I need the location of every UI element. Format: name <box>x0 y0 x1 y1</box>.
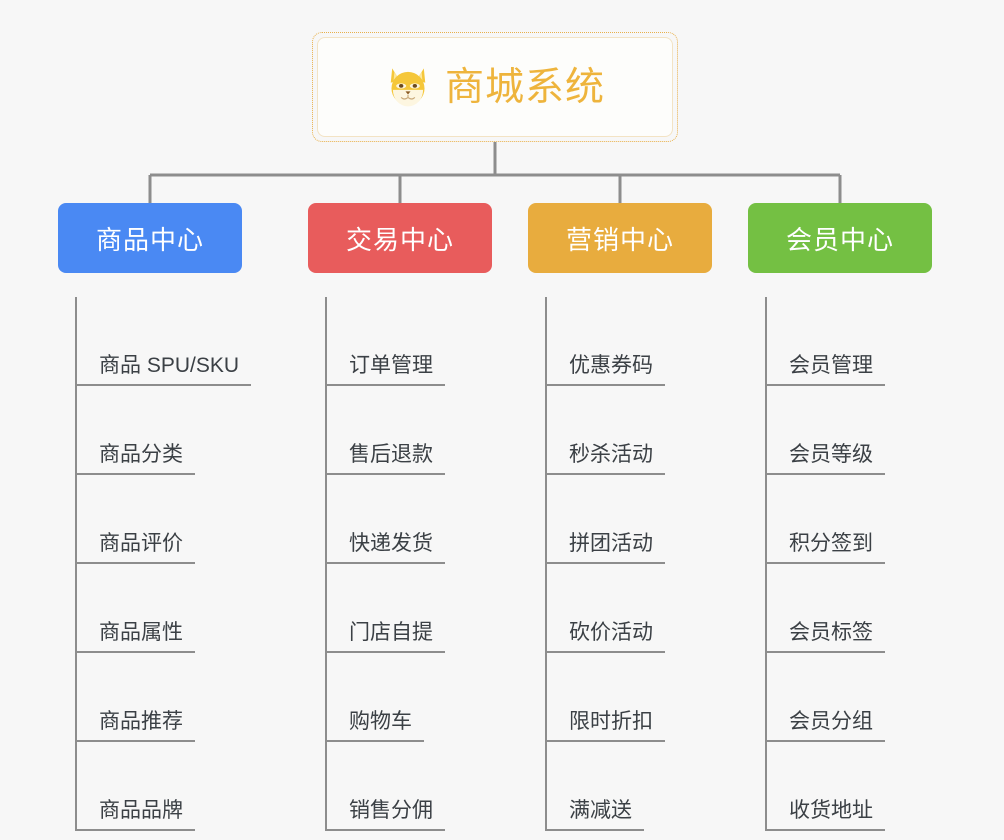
leaf-item[interactable]: 销售分佣 <box>308 742 492 831</box>
leaf-item-label: 销售分佣 <box>325 798 445 831</box>
category-column: 营销中心优惠券码秒杀活动拼团活动砍价活动限时折扣满减送 <box>528 203 712 831</box>
leaf-item[interactable]: 商品评价 <box>58 475 242 564</box>
leaf-item-label: 会员分组 <box>765 709 885 742</box>
leaf-item-label: 秒杀活动 <box>545 442 665 475</box>
leaf-item-label: 积分签到 <box>765 531 885 564</box>
category-header-label: 会员中心 <box>785 224 894 255</box>
leaf-item[interactable]: 砍价活动 <box>528 564 712 653</box>
leaf-item-label: 满减送 <box>545 798 644 831</box>
leaf-item-label: 门店自提 <box>325 620 445 653</box>
leaf-item[interactable]: 拼团活动 <box>528 475 712 564</box>
leaf-item[interactable]: 商品品牌 <box>58 742 242 831</box>
leaf-item-label: 优惠券码 <box>545 353 665 386</box>
leaf-item[interactable]: 商品 SPU/SKU <box>58 297 252 386</box>
leaf-item-label: 购物车 <box>325 709 424 742</box>
category-header[interactable]: 会员中心 <box>748 203 932 273</box>
leaf-item[interactable]: 快递发货 <box>308 475 492 564</box>
shiba-dog-face-icon <box>390 68 426 107</box>
leaf-item[interactable]: 售后退款 <box>308 386 492 475</box>
root-node[interactable]: 商城系统 <box>312 32 678 142</box>
branch-spine <box>545 297 547 831</box>
category-header[interactable]: 营销中心 <box>528 203 712 273</box>
leaf-item[interactable]: 收货地址 <box>748 742 932 831</box>
leaf-item-label: 会员标签 <box>765 620 885 653</box>
leaf-item[interactable]: 会员分组 <box>748 653 932 742</box>
leaf-item-label: 商品品牌 <box>75 798 195 831</box>
category-column: 商品中心商品 SPU/SKU 商品分类商品评价商品属性商品推荐商品品牌 <box>58 203 252 831</box>
root-title: 商城系统 <box>444 65 605 109</box>
leaf-item-label: 商品评价 <box>75 531 195 564</box>
leaf-item-label: 会员等级 <box>765 442 885 475</box>
leaf-list: 会员管理会员等级积分签到会员标签会员分组收货地址 <box>748 297 932 831</box>
leaf-list: 商品 SPU/SKU 商品分类商品评价商品属性商品推荐商品品牌 <box>58 297 252 831</box>
leaf-list: 订单管理售后退款快递发货门店自提购物车销售分佣 <box>308 297 492 831</box>
branch-spine <box>765 297 767 831</box>
leaf-item[interactable]: 秒杀活动 <box>528 386 712 475</box>
category-column: 会员中心会员管理会员等级积分签到会员标签会员分组收货地址 <box>748 203 932 831</box>
leaf-item-label: 会员管理 <box>765 353 885 386</box>
leaf-item-label: 快递发货 <box>325 531 445 564</box>
leaf-item[interactable]: 购物车 <box>308 653 492 742</box>
leaf-item[interactable]: 优惠券码 <box>528 297 712 386</box>
leaf-item-label: 砍价活动 <box>545 620 665 653</box>
leaf-item-label: 商品 SPU/SKU <box>75 353 252 386</box>
leaf-item[interactable]: 会员管理 <box>748 297 932 386</box>
leaf-item[interactable]: 积分签到 <box>748 475 932 564</box>
leaf-item-label: 订单管理 <box>325 353 445 386</box>
leaf-item-label: 商品推荐 <box>75 709 195 742</box>
category-header-label: 营销中心 <box>565 224 674 255</box>
leaf-item[interactable]: 商品分类 <box>58 386 242 475</box>
category-header-label: 交易中心 <box>345 224 454 255</box>
branch-spine <box>75 297 77 831</box>
leaf-item[interactable]: 满减送 <box>528 742 712 831</box>
leaf-item[interactable]: 限时折扣 <box>528 653 712 742</box>
leaf-item-label: 商品分类 <box>75 442 195 475</box>
category-header[interactable]: 商品中心 <box>58 203 242 273</box>
category-column: 交易中心订单管理售后退款快递发货门店自提购物车销售分佣 <box>308 203 492 831</box>
leaf-item[interactable]: 会员标签 <box>748 564 932 653</box>
leaf-item[interactable]: 门店自提 <box>308 564 492 653</box>
leaf-item-label: 拼团活动 <box>545 531 665 564</box>
leaf-item-label: 商品属性 <box>75 620 195 653</box>
leaf-item-label: 收货地址 <box>765 798 885 831</box>
branch-spine <box>325 297 327 831</box>
leaf-item[interactable]: 商品推荐 <box>58 653 242 742</box>
leaf-item-label: 售后退款 <box>325 442 445 475</box>
leaf-item-label: 限时折扣 <box>545 709 665 742</box>
leaf-item[interactable]: 商品属性 <box>58 564 242 653</box>
root-card: 商城系统 <box>317 37 673 137</box>
category-header-label: 商品中心 <box>95 224 204 255</box>
category-header[interactable]: 交易中心 <box>308 203 492 273</box>
leaf-item[interactable]: 订单管理 <box>308 297 492 386</box>
leaf-list: 优惠券码秒杀活动拼团活动砍价活动限时折扣满减送 <box>528 297 712 831</box>
leaf-item[interactable]: 会员等级 <box>748 386 932 475</box>
